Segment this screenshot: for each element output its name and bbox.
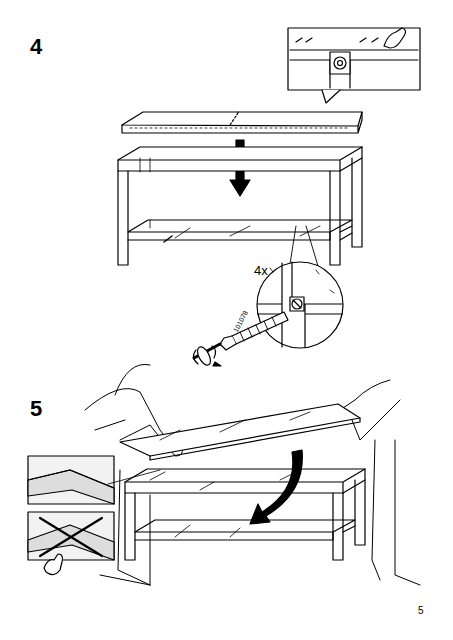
correct-edge-detail [28, 456, 160, 504]
table-frame [125, 469, 365, 560]
page-number: 5 [418, 606, 424, 616]
table-top-panel [122, 112, 362, 133]
bolt-detail-circle [257, 262, 343, 348]
quantity-label: 4x [254, 264, 268, 277]
curved-arrow [250, 450, 302, 524]
zoom-leader [290, 226, 318, 266]
joint-detail [288, 28, 420, 103]
incorrect-edge-detail [28, 512, 114, 575]
step-number: 5 [30, 398, 42, 420]
table-frame [118, 147, 362, 265]
step-number: 4 [30, 36, 42, 58]
glass-panel [120, 404, 360, 460]
